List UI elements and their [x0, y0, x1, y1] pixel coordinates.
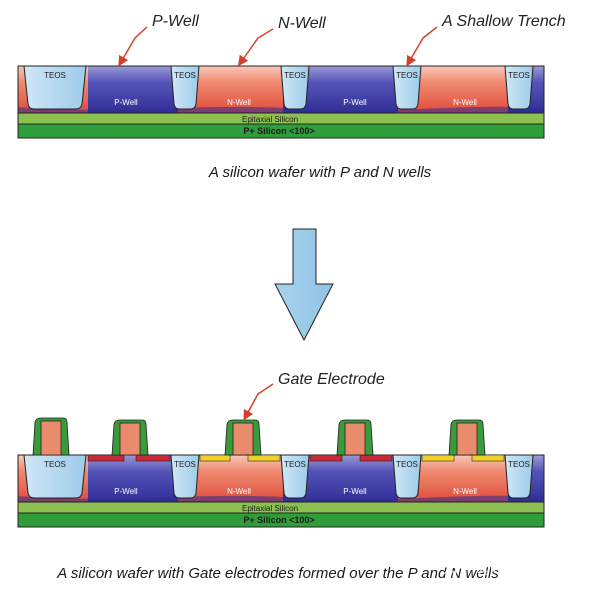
gate-electrode — [224, 419, 262, 456]
teos-label: TEOS — [508, 460, 530, 469]
gate-oxide — [135, 454, 171, 462]
teos-trench: TEOS — [23, 65, 87, 110]
teos-label: TEOS — [396, 71, 418, 80]
bottom-wafer: TEOS TEOS TEOS TEOS TEOS P-Well N-Well P… — [17, 454, 545, 528]
teos-trench: TEOS — [170, 454, 200, 499]
gate-oxide — [309, 454, 343, 462]
gate-oxide — [199, 454, 231, 462]
teos-trench: TEOS — [280, 454, 310, 499]
p-well-label: P-Well — [343, 98, 367, 107]
p-well-label: P-Well — [114, 487, 138, 496]
teos-trench: TEOS — [504, 65, 534, 110]
gate-oxide — [359, 454, 393, 462]
epitaxial-label: Epitaxial Silicon — [242, 504, 298, 513]
n-well-label: N-Well — [227, 487, 251, 496]
epitaxial-label: Epitaxial Silicon — [242, 115, 298, 124]
teos-label: TEOS — [174, 71, 196, 80]
callout-gate: Gate Electrode — [278, 371, 385, 388]
callout-n-well: N-Well — [278, 15, 326, 32]
p-well-label: P-Well — [114, 98, 138, 107]
teos-trench: TEOS — [23, 454, 87, 499]
bottom-caption: A silicon wafer with Gate electrodes for… — [56, 565, 499, 582]
teos-label: TEOS — [508, 71, 530, 80]
gate-oxide — [247, 454, 281, 462]
teos-label: TEOS — [284, 460, 306, 469]
gate-oxide — [421, 454, 455, 462]
gate-electrode — [32, 417, 70, 456]
n-well-label: N-Well — [453, 98, 477, 107]
watermark: 知乎 @昨夜星辰昨夜风 — [444, 560, 588, 577]
substrate-label: P+ Silicon <100> — [243, 126, 314, 136]
substrate-label: P+ Silicon <100> — [243, 515, 314, 525]
callout-arrow — [118, 26, 148, 67]
teos-trench: TEOS — [170, 65, 200, 110]
callout-trench: A Shallow Trench — [441, 13, 566, 30]
callout-arrow — [406, 26, 438, 67]
teos-trench: TEOS — [392, 65, 422, 110]
teos-label: TEOS — [174, 460, 196, 469]
teos-label: TEOS — [44, 71, 66, 80]
gate-oxide — [471, 454, 505, 462]
bottom-callouts: Gate Electrode — [243, 371, 385, 421]
teos-label: TEOS — [44, 460, 66, 469]
teos-trench: TEOS — [504, 454, 534, 499]
gate-electrode — [111, 419, 149, 456]
callout-arrow — [243, 383, 274, 421]
teos-label: TEOS — [396, 460, 418, 469]
top-caption: A silicon wafer with P and N wells — [208, 164, 432, 181]
callout-arrow — [237, 28, 274, 67]
teos-label: TEOS — [284, 71, 306, 80]
top-callouts: P-Well N-Well A Shallow Trench — [118, 13, 566, 67]
n-well-label: N-Well — [453, 487, 477, 496]
gate-electrodes — [32, 417, 486, 456]
gate-oxide — [87, 454, 125, 462]
gate-electrode — [448, 419, 486, 456]
teos-trench: TEOS — [392, 454, 422, 499]
gate-electrode — [336, 419, 374, 456]
n-well-label: N-Well — [227, 98, 251, 107]
top-wafer: TEOS TEOS TEOS TEOS TEOS P-Well N-Well P… — [17, 65, 545, 139]
down-arrow-icon — [274, 228, 334, 342]
teos-trench: TEOS — [280, 65, 310, 110]
p-well-label: P-Well — [343, 487, 367, 496]
callout-p-well: P-Well — [152, 13, 199, 30]
